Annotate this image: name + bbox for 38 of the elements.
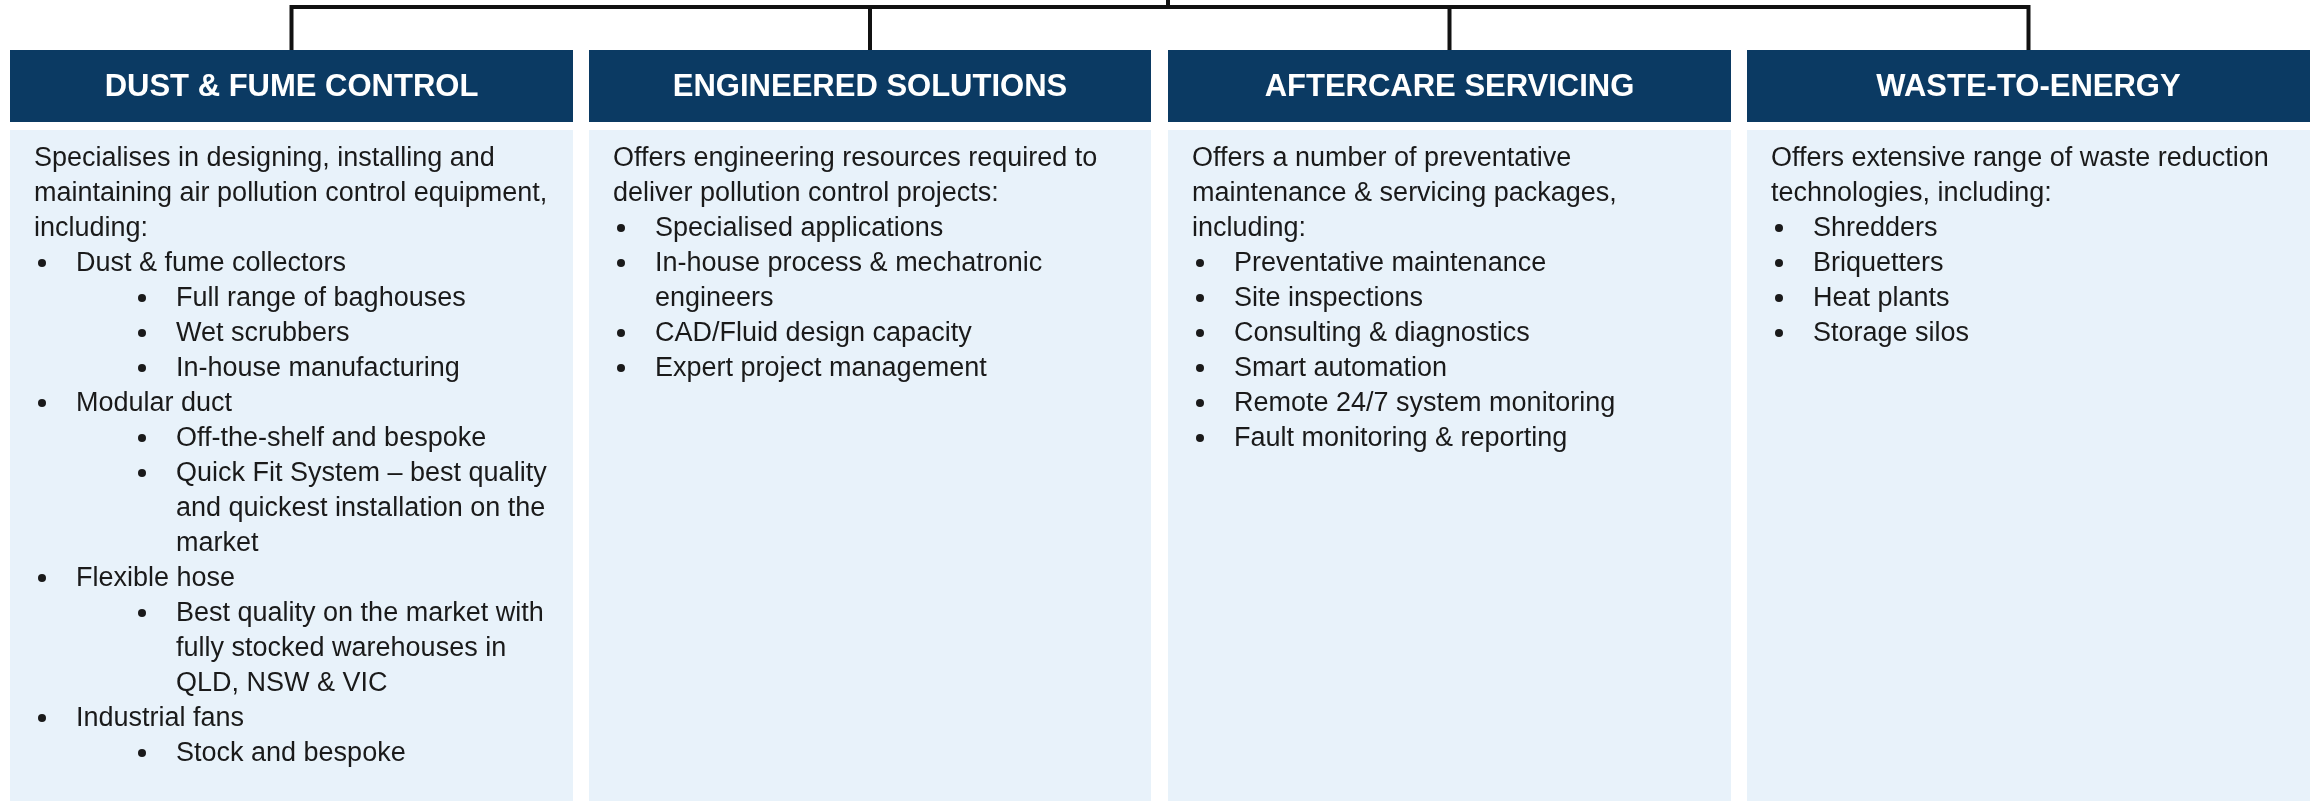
column-header: WASTE-TO-ENERGY	[1747, 50, 2310, 130]
bullet-item: Briquetters	[1813, 246, 1945, 279]
bullet-item: Storage silos	[1813, 316, 1971, 349]
bullet-item: Preventative maintenance	[1234, 246, 1548, 279]
bullet-item: Quick Fit System – best quality and quickest installation on the market	[176, 456, 548, 559]
bullet-item: Fault monitoring & reporting	[1234, 421, 1569, 454]
bullet-item: In-house manufacturing	[176, 351, 461, 384]
bullet-item: Shredders	[1813, 211, 1939, 244]
bullet-item: Consulting & diagnostics	[1234, 316, 1531, 349]
bullet-item: Full range of baghouses	[176, 281, 467, 314]
bullet-item: Smart automation	[1234, 351, 1449, 384]
service-column	[589, 50, 1151, 801]
bullet-item: Expert project management	[655, 351, 988, 384]
service-column	[1168, 50, 1731, 801]
bullet-item: Modular duct	[76, 386, 234, 419]
bullet-item: Industrial fans	[76, 701, 246, 734]
bullet-item: Remote 24/7 system monitoring	[1234, 386, 1617, 419]
column-header: AFTERCARE SERVICING	[1168, 50, 1731, 130]
connector-line	[1166, 0, 2031, 50]
bullet-item: In-house process & mechatronic engineers	[655, 246, 1044, 314]
column-header: ENGINEERED SOLUTIONS	[589, 50, 1151, 130]
service-column	[1747, 50, 2310, 801]
bullet-item: Dust & fume collectors	[76, 246, 348, 279]
bullet-item: Flexible hose	[76, 561, 237, 594]
bullet-item: Site inspections	[1234, 281, 1425, 314]
intro-text: Offers extensive range of waste reduction technologies, including:	[1771, 141, 2270, 209]
service-column	[10, 50, 573, 801]
bullet-item: Best quality on the market with fully stocked warehouses in QLD, NSW & VIC	[176, 596, 545, 699]
intro-text: Offers a number of preventative maintenance & servicing packages, including:	[1192, 141, 1618, 244]
intro-text: Offers engineering resources required to deliver pollution control projects:	[613, 141, 1099, 209]
column-header: DUST & FUME CONTROL	[10, 50, 573, 130]
intro-text: Specialises in designing, installing and maintaining air pollution control equipment, including:	[34, 141, 549, 244]
bullet-item: Heat plants	[1813, 281, 1951, 314]
bullet-item: Off-the-shelf and bespoke	[176, 421, 488, 454]
bullet-item: Wet scrubbers	[176, 316, 351, 349]
bullet-item: CAD/Fluid design capacity	[655, 316, 973, 349]
bullet-item: Specialised applications	[655, 211, 945, 244]
bullet-item: Stock and bespoke	[176, 736, 407, 769]
